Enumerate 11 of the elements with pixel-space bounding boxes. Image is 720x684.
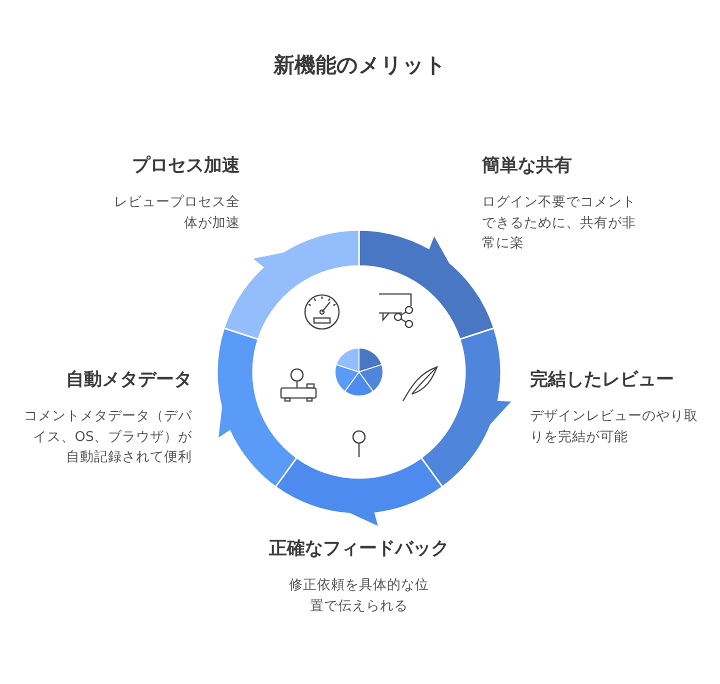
benefit-description: レビュープロセス全体が加速 — [113, 193, 240, 233]
benefit-description: ログイン不要でコメントできるために、共有が非常に楽 — [482, 193, 637, 253]
benefit-heading: 完結したレビュー — [530, 368, 675, 392]
benefit-description: コメントメタデータ（デバイス、OS、ブラウザ）が自動記録されて便利 — [24, 407, 192, 467]
benefit-heading: 自動メタデータ — [65, 368, 192, 392]
diagram-title: 新機能のメリット — [272, 52, 448, 79]
benefit-heading: 簡単な共有 — [482, 154, 573, 178]
benefit-heading: プロセス加速 — [131, 154, 240, 178]
benefit-heading: 正確なフィードバック — [268, 537, 450, 561]
benefit-description: デザインレビューのやり取りを完結が可能 — [530, 407, 699, 447]
benefit-description: 修正依頼を具体的な位置で伝えられる — [288, 576, 430, 616]
